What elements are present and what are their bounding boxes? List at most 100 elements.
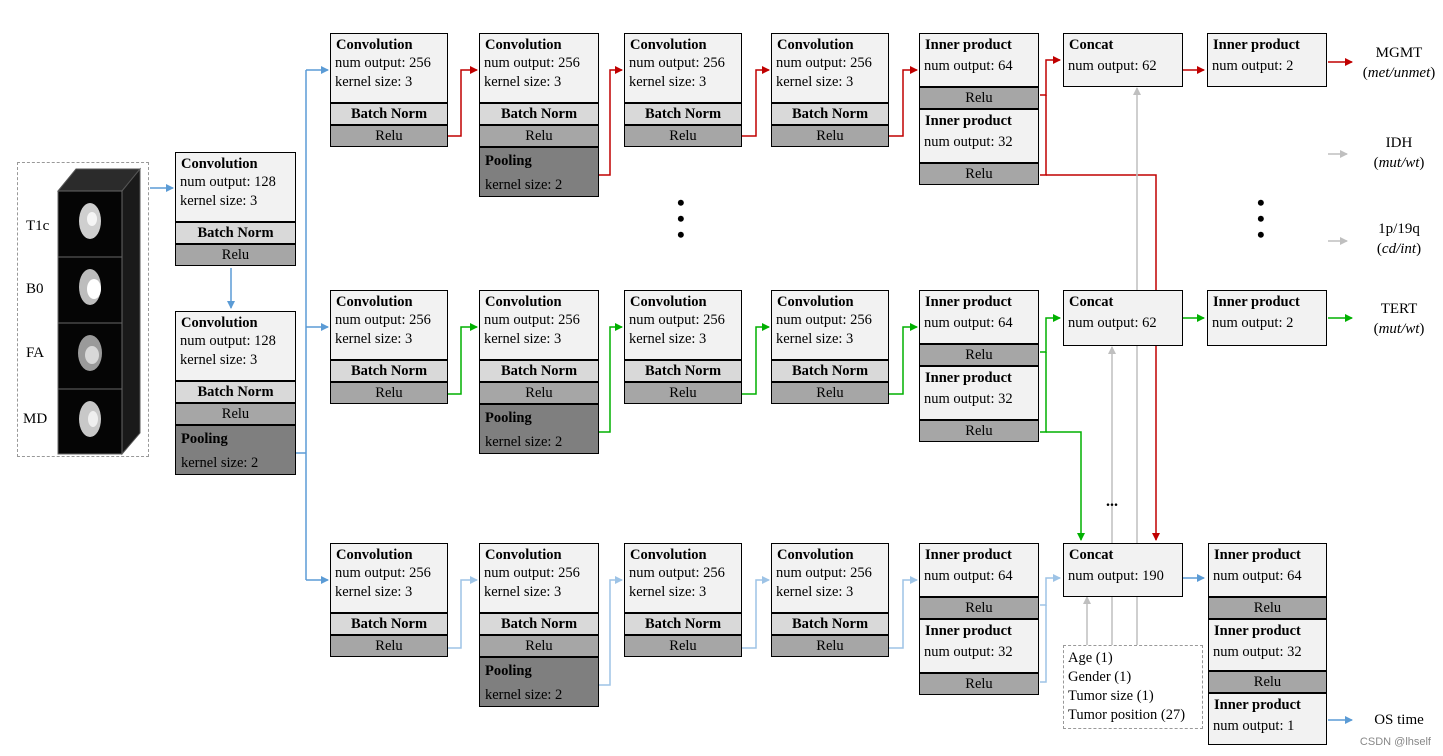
r3-a5 [1040, 574, 1061, 606]
layer-title: Inner product [1213, 37, 1300, 53]
trunk [296, 70, 307, 580]
relu-block: Relu [919, 344, 1039, 366]
layer-param: kernel size: 3 [180, 352, 258, 368]
layer-param: kernel size: 3 [629, 74, 707, 90]
relu-block: Relu [330, 635, 448, 657]
batchnorm-block: Batch Norm [771, 360, 889, 382]
relu-block: Relu [919, 597, 1039, 619]
layer-title: Convolution [336, 37, 413, 53]
layer-param: kernel size: 3 [629, 331, 707, 347]
vertical-ellipsis: ••• [677, 190, 685, 247]
relu-block: Relu [919, 163, 1039, 185]
layer-param: num output: 64 [924, 58, 1013, 74]
watermark: CSDN @lhself [1359, 736, 1431, 748]
layer-param: num output: 190 [1068, 568, 1164, 584]
output-classes: cd/int [1381, 241, 1417, 257]
batchnorm-block: Batch Norm [175, 222, 296, 244]
layer-title: Inner product [925, 37, 1012, 53]
r2-a5b [1040, 352, 1047, 433]
modality-label: FA [26, 345, 45, 361]
conv-block: Convolution num output: 256 kernel size: 3 [624, 290, 742, 360]
batchnorm-block: Batch Norm [771, 613, 889, 635]
layer-param: kernel size: 3 [180, 193, 258, 209]
layer-param: num output: 64 [1213, 568, 1302, 584]
output-tert: TERT (mut/wt) [1355, 299, 1443, 339]
output-name: 1p/19q [1378, 221, 1420, 237]
layer-param: kernel size: 2 [485, 434, 563, 450]
modality-label: B0 [26, 281, 44, 297]
clinical-feature: Age (1) [1068, 650, 1113, 666]
r3-a5b [1040, 605, 1047, 683]
layer-param: num output: 256 [629, 565, 725, 581]
clinical-features-box: Age (1) Gender (1) Tumor size (1) Tumor … [1063, 645, 1203, 729]
layer-title: Convolution [485, 547, 562, 563]
relu-block: Relu [919, 420, 1039, 442]
batchnorm-block: Batch Norm [330, 103, 448, 125]
layer-param: num output: 256 [776, 565, 872, 581]
pooling-block: Pooling kernel size: 2 [175, 425, 296, 475]
relu-block: Relu [919, 87, 1039, 109]
concat-block-2: Concat num output: 62 [1063, 290, 1183, 346]
layer-param: kernel size: 3 [484, 331, 562, 347]
conv-block: Convolution num output: 256 kernel size: 3 [624, 543, 742, 613]
horizontal-ellipsis: ... [1106, 493, 1118, 510]
inner-product-os-2: Inner product num output: 32 [1208, 619, 1327, 671]
r2-a3 [742, 323, 770, 395]
vertical-ellipsis: ••• [1257, 190, 1265, 247]
concat-block-3: Concat num output: 190 [1063, 543, 1183, 597]
layer-param: num output: 2 [1212, 315, 1294, 331]
output-1p19q: 1p/19q (cd/int) [1355, 219, 1443, 259]
mri-input-stack: T1c B0 FA MD [17, 162, 149, 457]
batchnorm-block: Batch Norm [479, 613, 599, 635]
layer-title: Inner product [925, 113, 1012, 129]
layer-param: num output: 32 [924, 134, 1013, 150]
output-classes: mut/wt [1378, 321, 1420, 337]
layer-param: num output: 62 [1068, 315, 1157, 331]
layer-param: kernel size: 3 [335, 74, 413, 90]
layer-param: num output: 32 [924, 644, 1013, 660]
layer-param: num output: 256 [484, 55, 580, 71]
layer-title: Convolution [336, 294, 413, 310]
layer-param: kernel size: 3 [629, 584, 707, 600]
relu-block: Relu [624, 382, 742, 404]
layer-title: Inner product [925, 370, 1012, 386]
layer-param: num output: 64 [924, 568, 1013, 584]
layer-param: kernel size: 3 [335, 584, 413, 600]
batchnorm-block: Batch Norm [175, 381, 296, 403]
layer-param: kernel size: 2 [485, 177, 563, 193]
conv-block-shared-1: Convolution num output: 128 kernel size:… [175, 152, 296, 222]
concat-block-1: Concat num output: 62 [1063, 33, 1183, 87]
relu-block: Relu [479, 382, 599, 404]
batchnorm-block: Batch Norm [330, 360, 448, 382]
relu-block: Relu [330, 125, 448, 147]
layer-param: kernel size: 3 [776, 74, 854, 90]
layer-param: kernel size: 2 [485, 687, 563, 703]
layer-title: Inner product [1214, 697, 1301, 713]
batchnorm-block: Batch Norm [624, 613, 742, 635]
layer-title: Convolution [630, 37, 707, 53]
relu-block: Relu [624, 635, 742, 657]
layer-title: Inner product [1214, 623, 1301, 639]
relu-block: Relu [479, 635, 599, 657]
layer-title: Convolution [485, 294, 562, 310]
output-mgmt: MGMT (met/unmet) [1355, 43, 1443, 83]
layer-title: Convolution [630, 294, 707, 310]
layer-param: num output: 256 [629, 312, 725, 328]
relu-block: Relu [1208, 671, 1327, 693]
batchnorm-block: Batch Norm [624, 360, 742, 382]
batchnorm-block: Batch Norm [479, 360, 599, 382]
layer-title: Convolution [630, 547, 707, 563]
layer-title: Convolution [181, 315, 258, 331]
